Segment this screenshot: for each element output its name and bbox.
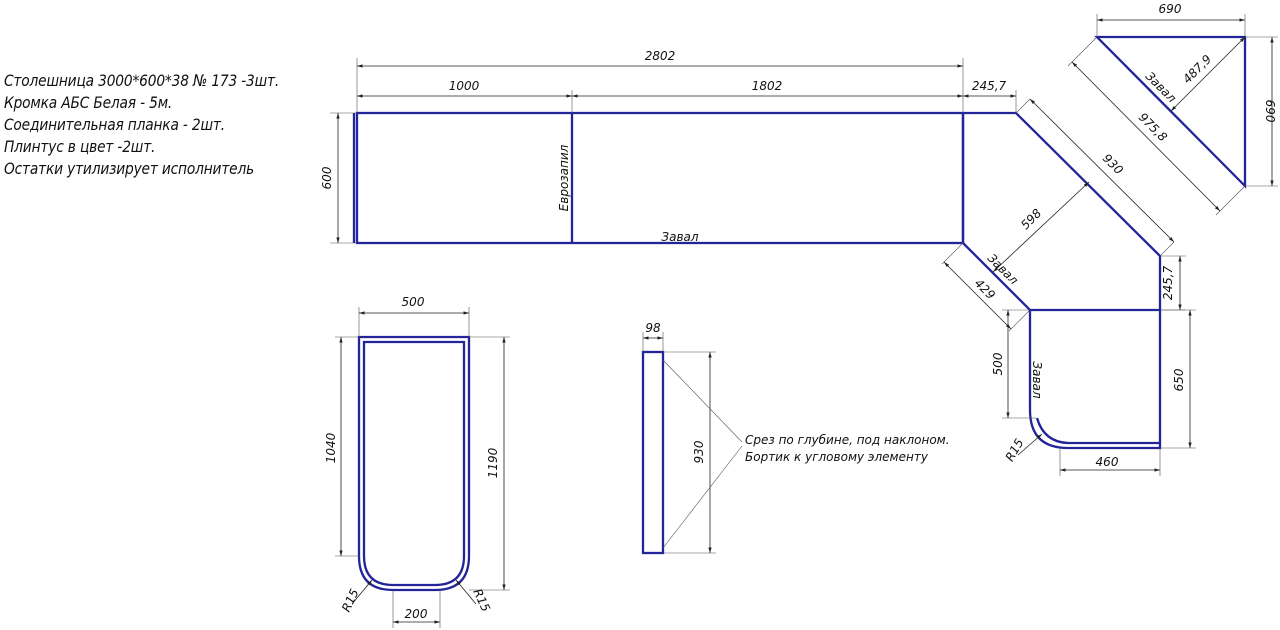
dim-text-r15-right: R15 xyxy=(470,587,493,614)
label-zaval: Завал xyxy=(661,230,698,244)
dim-text-1190: 1190 xyxy=(486,447,500,478)
bottom-right-piece: 650 500 Завал 460 R15 xyxy=(991,309,1196,476)
extension-line xyxy=(1159,241,1175,257)
label-zaval: Завал xyxy=(1030,361,1044,398)
dim-text-1000: 1000 xyxy=(449,79,480,93)
notes-list: Столешница 3000*600*38 № 173 -3шт. Кромк… xyxy=(4,70,324,180)
main-countertop: 2802 1000 1802 245,7 600 Еврозапил Завал xyxy=(320,49,1162,312)
dim-text-460: 460 xyxy=(1096,455,1119,469)
leader-line xyxy=(662,445,743,549)
note-line: Столешница 3000*600*38 № 173 -3шт. xyxy=(4,71,280,90)
note-line: Остатки утилизирует исполнитель xyxy=(4,159,255,178)
extension-line xyxy=(1067,36,1098,67)
edge-band-arc xyxy=(1035,417,1160,445)
label-eurozapil: Еврозапил xyxy=(557,144,571,211)
extension-line xyxy=(1015,98,1031,114)
extension-line xyxy=(1215,185,1246,216)
bottom-left-piece: 500 1040 1190 200 R15 R15 xyxy=(324,295,510,628)
extension-line xyxy=(941,242,964,265)
dim-line-975 xyxy=(1071,61,1221,212)
dim-line-r15 xyxy=(1017,433,1043,456)
dim-text-2802: 2802 xyxy=(645,49,676,63)
bottom-right-outline xyxy=(1028,310,1162,450)
note-line: Плинтус в цвет -2шт. xyxy=(4,137,156,156)
dim-line-r15-right xyxy=(455,579,477,605)
bottom-left-outline xyxy=(357,335,471,592)
note-line: Кромка АБС Белая - 5м. xyxy=(4,93,173,112)
triangle-piece: 690 690 975,8 487,9 Завал xyxy=(1067,2,1278,216)
dim-text-200: 200 xyxy=(405,607,428,621)
note-line: Соединительная планка - 2шт. xyxy=(4,115,225,134)
dim-text-1040: 1040 xyxy=(324,432,338,463)
dim-text-245: 245,7 xyxy=(972,79,1007,93)
corner-section: 930 598 429 Завал 245,7 xyxy=(941,98,1186,332)
dim-line-487 xyxy=(1170,36,1246,112)
dim-text-98: 98 xyxy=(645,321,661,335)
extension-line xyxy=(1008,309,1031,332)
dim-text-245-vert: 245,7 xyxy=(1161,265,1175,300)
dim-text-487: 487,9 xyxy=(1180,52,1214,86)
dim-text-975: 975,8 xyxy=(1136,110,1170,144)
plinth-outline xyxy=(641,350,665,555)
dim-text-930: 930 xyxy=(692,440,706,463)
main-countertop-outline xyxy=(355,111,965,245)
dim-text-598: 598 xyxy=(1018,206,1044,232)
dim-text-690-top: 690 xyxy=(1159,2,1182,16)
bottom-left-inner xyxy=(362,340,466,587)
dim-text-429: 429 xyxy=(972,276,998,302)
dim-text-690-right: 690 xyxy=(1263,100,1277,123)
dim-text-r15-left: R15 xyxy=(339,587,362,614)
plinth-note-line2: Бортик к угловому элементу xyxy=(745,450,929,464)
dim-text-930: 930 xyxy=(1100,151,1126,177)
dim-text-r15: R15 xyxy=(1003,436,1027,463)
plinth-note-line1: Срез по глубине, под наклоном. xyxy=(745,433,950,447)
dim-text-650: 650 xyxy=(1172,368,1186,391)
dim-text-500: 500 xyxy=(991,352,1005,375)
dim-line-r15-left xyxy=(351,579,373,605)
dim-line-598 xyxy=(992,181,1090,273)
dim-text-500: 500 xyxy=(402,295,425,309)
leader-line xyxy=(662,359,743,443)
dim-text-600: 600 xyxy=(320,166,334,189)
corner-outline xyxy=(962,111,1162,312)
dim-text-1802: 1802 xyxy=(752,79,783,93)
dim-line-429 xyxy=(943,261,1012,330)
plinth-piece: 98 930 Срез по глубине, под наклоном. Бо… xyxy=(641,321,950,555)
